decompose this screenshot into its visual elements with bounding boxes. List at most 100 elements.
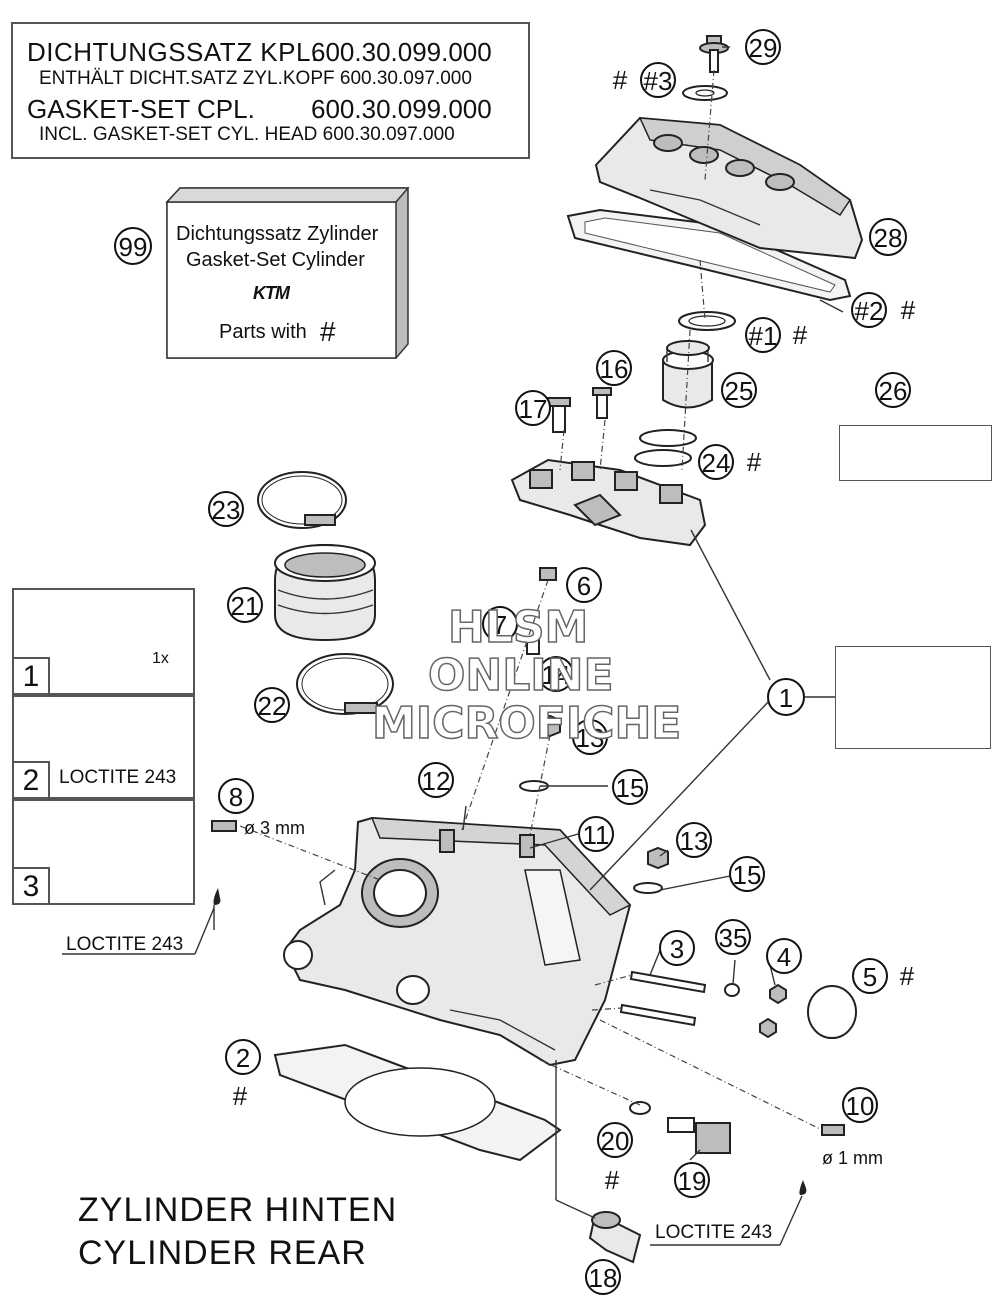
- gasket-set-en-label: GASKET-SET CPL.: [27, 94, 255, 124]
- callout-callouts.c3: 3: [659, 930, 695, 966]
- callout-callouts.c19: 19: [674, 1162, 710, 1198]
- step-3-box: 3: [12, 799, 195, 905]
- hash-2-mark: #: [901, 295, 916, 325]
- callout-callouts.c17: 17: [515, 390, 551, 426]
- callout-callouts.c7-text: 7: [493, 610, 507, 640]
- callout-13a-text: 13: [576, 723, 605, 753]
- cover-screw: [682, 35, 729, 101]
- gasket-set-de-number: 600.30.099.000: [311, 37, 492, 67]
- callout-callouts.c24: 24: [698, 444, 734, 480]
- callout-hash2: #2: [851, 292, 887, 328]
- callout-callouts.c8-text: 8: [229, 782, 243, 812]
- callout-hash1: #1: [745, 317, 781, 353]
- diameter-1mm-label: ø 1 mm: [822, 1148, 883, 1168]
- head-gasket: [273, 1043, 562, 1162]
- callout-hash1-text: #1: [749, 321, 778, 351]
- callout-13b-text: 13: [680, 826, 709, 856]
- intake-rubber: [274, 543, 376, 642]
- hash-1-mark: #: [793, 320, 808, 350]
- loctite-left-label: LOCTITE 243: [66, 934, 184, 955]
- callout-13b: 13: [676, 822, 712, 858]
- callout-callouts.c25-text: 25: [725, 376, 754, 406]
- step-2-text: LOCTITE 243: [59, 767, 177, 788]
- group-26-box: [839, 425, 992, 481]
- callout-callouts.c10-text: 10: [846, 1091, 875, 1121]
- kit-line1: Dichtungssatz Zylinder: [176, 223, 379, 245]
- callout-callouts.c20: 20: [597, 1122, 633, 1158]
- hose-clamp-lower: [296, 653, 394, 715]
- callout-callouts.c18-text: 18: [589, 1263, 618, 1293]
- callout-99: 99: [114, 227, 152, 265]
- step-1-box: 1 1x: [12, 588, 195, 695]
- hash-2b-mark: #: [233, 1081, 248, 1111]
- callout-callouts.c35-text: 35: [719, 923, 748, 953]
- callout-callouts.c5: 5: [852, 958, 888, 994]
- callout-callouts.c21-text: 21: [231, 591, 260, 621]
- valve-cover-gasket: [566, 208, 852, 302]
- camshaft-bridge: [510, 387, 707, 547]
- plug-tube-seal: [678, 311, 736, 331]
- hash-24-mark: #: [747, 447, 762, 477]
- step-1-number: 1: [14, 657, 50, 693]
- watermark-line3: MICROFICHE: [371, 698, 682, 749]
- callout-callouts.c23: 23: [208, 491, 244, 527]
- callout-callouts.c17-text: 17: [519, 394, 548, 424]
- callout-callouts.c16: 16: [596, 350, 632, 386]
- callout-callouts.c5-text: 5: [863, 962, 877, 992]
- step-2-box: 2 LOCTITE 243: [12, 695, 195, 799]
- callout-callouts.c4-text: 4: [777, 942, 791, 972]
- hose-clamp-upper: [257, 471, 347, 529]
- hash-3-mark: #: [613, 65, 628, 95]
- callout-callouts.c6: 6: [566, 567, 602, 603]
- callout-callouts.c16-text: 16: [600, 354, 629, 384]
- cylinder-head: [283, 816, 632, 1067]
- callout-15b-text: 15: [733, 860, 762, 890]
- callout-callouts.c19-text: 19: [678, 1166, 707, 1196]
- callout-callouts.c25: 25: [721, 372, 757, 408]
- diameter-3mm-label: ø 3 mm: [244, 818, 305, 838]
- callout-callouts.c28-text: 28: [874, 223, 903, 253]
- callout-callouts.c14-text: 14: [542, 660, 571, 690]
- callout-26: 26: [875, 372, 911, 408]
- callout-callouts.c6-text: 6: [577, 571, 591, 601]
- callout-callouts.c22-text: 22: [258, 691, 287, 721]
- callout-hash3-text: #3: [644, 66, 673, 96]
- callout-callouts.c22: 22: [254, 687, 290, 723]
- temperature-sensor: [629, 1101, 731, 1154]
- dash-lines: [239, 69, 823, 1131]
- callout-callouts.c18: 18: [585, 1259, 621, 1295]
- callout-callouts.c8: 8: [218, 778, 254, 814]
- callout-callouts.c28: 28: [869, 218, 907, 256]
- footer-title-de: ZYLINDER HINTEN: [78, 1191, 398, 1229]
- callout-hash2-text: #2: [855, 296, 884, 326]
- callout-callouts.c11: 11: [578, 816, 614, 852]
- hash-20-mark: #: [605, 1165, 620, 1195]
- plug-18: [588, 1211, 642, 1264]
- callout-26-text: 26: [879, 376, 908, 406]
- callout-callouts.c7: 7: [482, 606, 518, 642]
- watermark-line1: HLSM: [447, 602, 589, 653]
- gasket-set-de-note: ENTHÄLT DICHT.SATZ ZYL.KOPF 600.30.097.0…: [39, 68, 472, 89]
- leader-lines: [62, 46, 844, 1246]
- callout-callouts.c20-text: 20: [601, 1126, 630, 1156]
- callout-callouts.c12-text: 12: [422, 766, 451, 796]
- kit-hash: #: [320, 316, 336, 347]
- callout-callouts.c2-text: 2: [236, 1043, 250, 1073]
- callout-callouts.c23-text: 23: [212, 495, 241, 525]
- ktm-logo: KTM: [253, 283, 290, 303]
- footer-title-en: CYLINDER REAR: [78, 1234, 367, 1272]
- callout-1-text: 1: [779, 683, 793, 713]
- callout-callouts.c2: 2: [225, 1039, 261, 1075]
- gasket-set-en-note: INCL. GASKET-SET CYL. HEAD 600.30.097.00…: [39, 124, 455, 145]
- callout-callouts.c35: 35: [715, 919, 751, 955]
- callout-callouts.c29-text: 29: [749, 33, 778, 63]
- loctite-right-label: LOCTITE 243: [655, 1222, 773, 1243]
- plug-screw-8: [211, 820, 237, 905]
- callout-1: 1: [767, 678, 805, 716]
- kit-line3: Parts with: [219, 321, 307, 343]
- callout-hash3: #3: [640, 62, 676, 98]
- callout-callouts.c3-text: 3: [670, 934, 684, 964]
- callout-15a-text: 15: [616, 773, 645, 803]
